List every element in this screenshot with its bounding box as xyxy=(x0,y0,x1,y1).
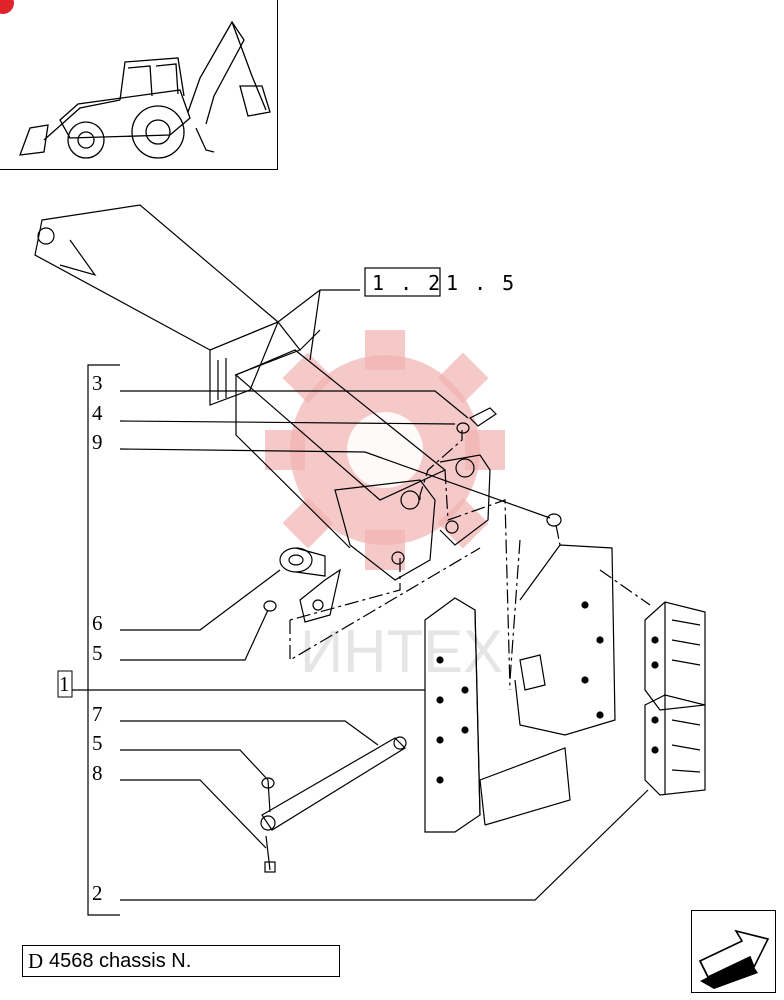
callout-2[interactable]: 2 xyxy=(92,881,103,905)
callout-1-box xyxy=(57,670,73,698)
callout-8[interactable]: 8 xyxy=(92,761,103,785)
callout-1[interactable]: 1 xyxy=(59,672,70,696)
boom-beam xyxy=(34,204,301,406)
next-page-button[interactable] xyxy=(691,910,776,993)
thumbnail-frame xyxy=(0,0,278,170)
caption-box: D 4568 chassis N. xyxy=(22,945,340,977)
caption-prefix: D xyxy=(28,949,44,973)
reference-label[interactable]: 1 . 2 xyxy=(372,271,442,295)
roller-bushing xyxy=(279,547,326,577)
watermark-text: ИНТЕХ xyxy=(300,618,503,685)
caption-text: 4568 chassis N. xyxy=(49,950,192,972)
backhoe-loader-icon xyxy=(19,20,271,159)
rear-lamp-block xyxy=(644,601,706,796)
callout-9[interactable]: 9 xyxy=(92,430,103,454)
callout-5-upper[interactable]: 5 xyxy=(92,641,103,665)
reference-box xyxy=(364,267,441,297)
reference-label-tail: 1 . 5 xyxy=(446,271,516,295)
next-page-arrow-icon xyxy=(698,929,770,989)
corner-badge xyxy=(0,0,14,14)
callout-4[interactable]: 4 xyxy=(92,401,103,425)
callout-3[interactable]: 3 xyxy=(92,371,103,395)
leader-lines xyxy=(119,289,649,901)
callout-7[interactable]: 7 xyxy=(92,702,103,726)
callout-5-lower[interactable]: 5 xyxy=(92,731,103,755)
tow-hitch-frame xyxy=(424,544,616,833)
hitch-pin xyxy=(260,736,407,873)
alignment-lines xyxy=(289,430,651,691)
screw-and-washers xyxy=(263,407,562,612)
mounting-plates xyxy=(299,454,491,623)
callout-6[interactable]: 6 xyxy=(92,611,103,635)
group-bracket xyxy=(58,364,425,916)
